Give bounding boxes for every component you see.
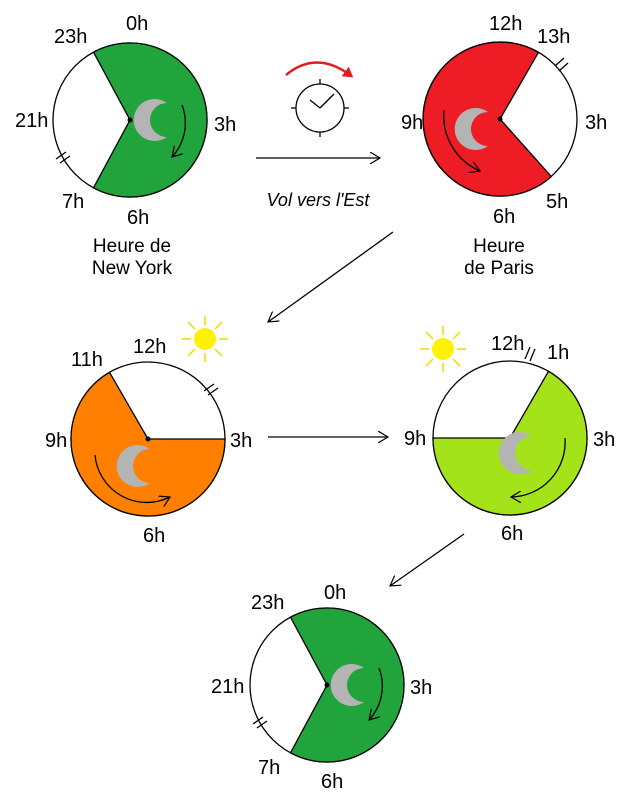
- clock-paris: 12h 13h 9h 3h 6h 5h Heure de Paris: [401, 13, 607, 279]
- flight-section: Vol vers l'Est: [256, 61, 380, 210]
- clock-center: [324, 682, 330, 688]
- hour-label-3: 3h: [230, 430, 252, 452]
- hour-label-6: 6h: [501, 523, 523, 545]
- transition-arrow: [268, 231, 394, 322]
- rotation-arrow: [443, 109, 480, 171]
- hour-label-12: 12h: [489, 13, 522, 35]
- hour-label-3: 3h: [410, 677, 432, 699]
- rotation-arrow: [511, 437, 566, 497]
- hour-label-3: 3h: [593, 429, 615, 451]
- caption-line-2: de Paris: [464, 258, 534, 279]
- hour-label-7: 7h: [62, 191, 84, 213]
- flight-label: Vol vers l'Est: [267, 190, 371, 210]
- hour-label-0: 0h: [126, 13, 148, 35]
- hour-label-21: 21h: [211, 676, 244, 698]
- clock-orange: 11h 12h 9h 3h 6h: [45, 316, 252, 547]
- moon-icon: [330, 664, 364, 706]
- clock-new-york-bottom: 23h 0h 21h 3h 7h 6h: [211, 582, 432, 792]
- hour-label-12: 12h: [491, 333, 524, 355]
- moon-icon: [116, 444, 150, 487]
- break-mark: [554, 57, 569, 72]
- rotation-arrow: [369, 667, 383, 720]
- moon-icon: [133, 99, 167, 141]
- hour-label-9: 9h: [401, 112, 423, 134]
- hour-label-7: 7h: [258, 757, 280, 779]
- hour-label-23: 23h: [54, 26, 87, 48]
- rotation-arrow: [94, 454, 170, 502]
- clock-center: [127, 117, 133, 123]
- clock-center: [145, 436, 151, 442]
- clock-lime: 12h 1h 9h 3h 6h: [404, 326, 615, 545]
- moon-icon: [498, 432, 532, 475]
- clock-icon: [291, 79, 349, 137]
- hour-label-6: 6h: [321, 771, 343, 792]
- flight-rotation-arrow: [285, 61, 354, 78]
- break-mark: [524, 346, 536, 362]
- hour-label-6: 6h: [143, 525, 165, 547]
- hour-label-12: 12h: [133, 336, 166, 358]
- hour-label-6: 6h: [127, 207, 149, 229]
- clock-sector: [289, 607, 405, 763]
- hour-label-13: 13h: [537, 26, 570, 48]
- hour-label-9: 9h: [404, 428, 426, 450]
- caption-line-2: New York: [92, 258, 173, 279]
- clock-new-york-top: 23h 0h 21h 3h 7h 6h Heure de New York: [15, 13, 236, 279]
- rotation-arrow: [172, 104, 186, 157]
- hour-label-3: 3h: [585, 112, 607, 134]
- hour-label-5: 5h: [546, 191, 568, 213]
- moon-icon: [454, 108, 488, 151]
- hour-label-23: 23h: [251, 592, 284, 614]
- hour-label-1: 1h: [547, 342, 569, 364]
- break-mark: [55, 151, 71, 164]
- break-mark: [203, 383, 219, 396]
- transition-arrow: [390, 533, 465, 586]
- hour-label-11: 11h: [71, 349, 103, 371]
- caption-line-1: Heure de: [93, 236, 171, 257]
- hour-label-6: 6h: [493, 206, 515, 228]
- hour-label-9: 9h: [45, 430, 67, 452]
- sun-icon: [420, 326, 466, 372]
- break-mark: [252, 716, 268, 729]
- hour-label-3: 3h: [214, 114, 236, 136]
- caption-line-1: Heure: [473, 236, 525, 257]
- sun-icon: [182, 316, 228, 362]
- clock-sector: [70, 371, 226, 517]
- clock-sector: [422, 41, 553, 197]
- clock-center: [497, 116, 503, 122]
- hour-label-21: 21h: [15, 110, 48, 132]
- clock-sector: [92, 42, 208, 198]
- hour-label-0: 0h: [324, 582, 346, 604]
